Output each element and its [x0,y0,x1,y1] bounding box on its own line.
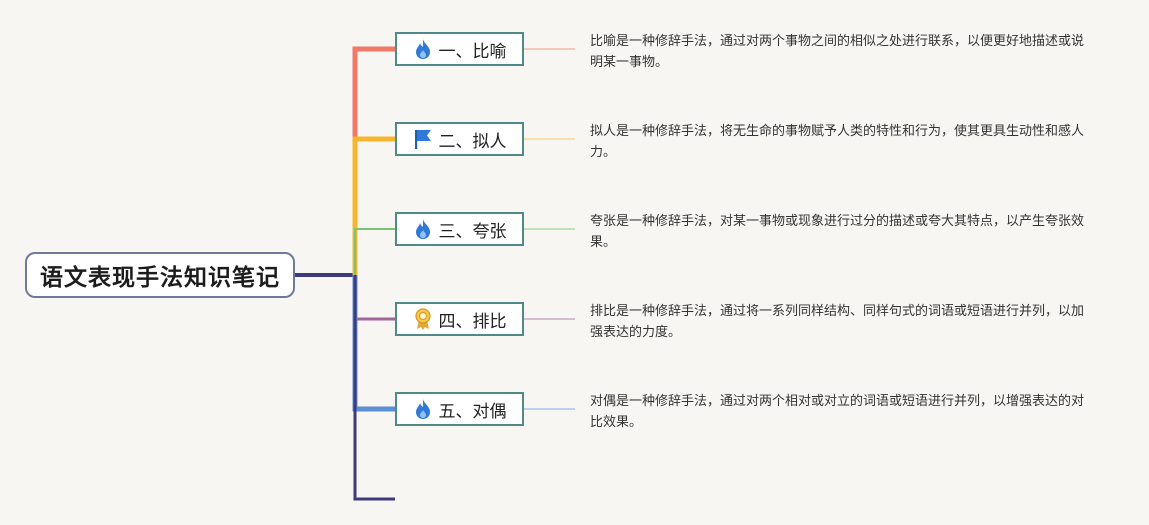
branch-node-1[interactable]: 一、比喻 [395,32,524,66]
root-title: 语文表现手法知识笔记 [40,265,280,291]
trunk-segment-1 [352,46,395,275]
branch-note-1: 比喻是一种修辞手法，通过对两个事物之间的相似之处进行联系，以便更好地描述或说明某… [590,34,1085,70]
trunk-segment-2 [352,136,395,275]
branch-note-4: 排比是一种修辞手法，通过将一系列同样结构、同样句式的词语或短语进行并列，以加强表… [590,304,1085,340]
award-icon [413,308,433,330]
fire-icon [413,398,433,420]
fire-icon [413,218,433,240]
trunk-segment-3 [354,228,395,275]
branch-note-3: 夸张是一种修辞手法，对某一事物或现象进行过分的描述或夸大其特点，以产生夸张效果。 [590,214,1085,250]
branch-label-5: 五、对偶 [438,401,507,422]
branch-label-3: 三、夸张 [438,221,507,242]
trunk-segment-5 [352,275,395,412]
branch-note-2: 拟人是一种修辞手法，将无生命的事物赋予人类的特性和行为，使其更具生动性和感人力。 [590,124,1085,160]
branch-node-4[interactable]: 四、排比 [395,302,524,336]
fire-icon [413,38,433,60]
branch-label-1: 一、比喻 [438,41,507,62]
branch-node-2[interactable]: 二、拟人 [395,122,524,156]
flag-icon [413,128,433,150]
branch-label-2: 二、拟人 [438,131,507,152]
branch-node-3[interactable]: 三、夸张 [395,212,524,246]
trunk-segment-4 [353,275,395,321]
branch-note-5: 对偶是一种修辞手法，通过对两个相对或对立的词语或短语进行并列，以增强表达的对比效… [590,394,1085,430]
branch-node-5[interactable]: 五、对偶 [395,392,524,426]
branch-label-4: 四、排比 [438,311,507,332]
root-node[interactable]: 语文表现手法知识笔记 [25,252,295,298]
trunk-tail [353,275,395,501]
